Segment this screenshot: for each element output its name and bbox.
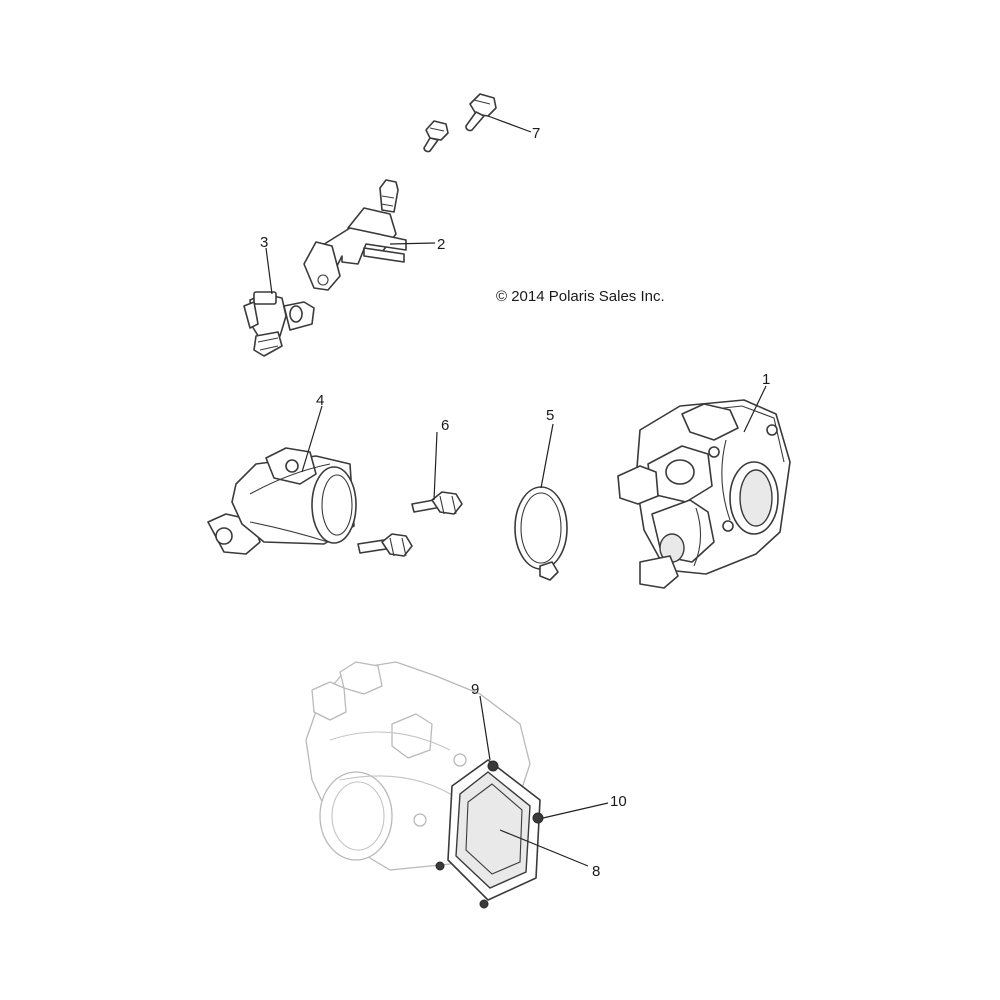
callout-4: 4	[316, 392, 324, 409]
bolt-7-upper	[465, 93, 497, 132]
callout-1: 1	[762, 371, 770, 388]
callout-9: 9	[471, 681, 479, 698]
callout-8: 8	[592, 863, 600, 880]
cover-plate-8	[447, 759, 541, 901]
copyright-text: © 2014 Polaris Sales Inc.	[496, 288, 665, 305]
leader-2	[389, 242, 436, 245]
callout-2: 2	[437, 236, 445, 253]
leader-3	[265, 247, 273, 295]
leader-8	[499, 829, 589, 867]
callout-3: 3	[260, 234, 268, 251]
hose-clamp-5	[514, 486, 568, 581]
leader-9	[479, 695, 491, 761]
intake-adapter-4	[207, 447, 357, 555]
bolt-6-lower	[357, 533, 413, 557]
callout-5: 5	[546, 407, 554, 424]
fuel-injector-3	[243, 291, 315, 357]
bolt-6-upper	[411, 491, 463, 515]
leader-10	[542, 802, 609, 819]
screw-lower-left	[435, 861, 445, 871]
screw-bottom	[479, 899, 489, 909]
callout-10: 10	[610, 793, 627, 810]
callout-7: 7	[532, 125, 540, 142]
leader-1	[743, 385, 767, 433]
bolt-7-lower	[423, 120, 449, 153]
fuel-fitting-2	[303, 179, 407, 291]
leader-6	[433, 431, 438, 501]
callout-6: 6	[441, 417, 449, 434]
leader-7	[487, 115, 532, 133]
throttle-body-1	[617, 399, 791, 589]
screw-9	[487, 760, 499, 772]
leader-5	[540, 423, 554, 489]
leader-4	[301, 405, 323, 473]
screw-10	[532, 812, 544, 824]
